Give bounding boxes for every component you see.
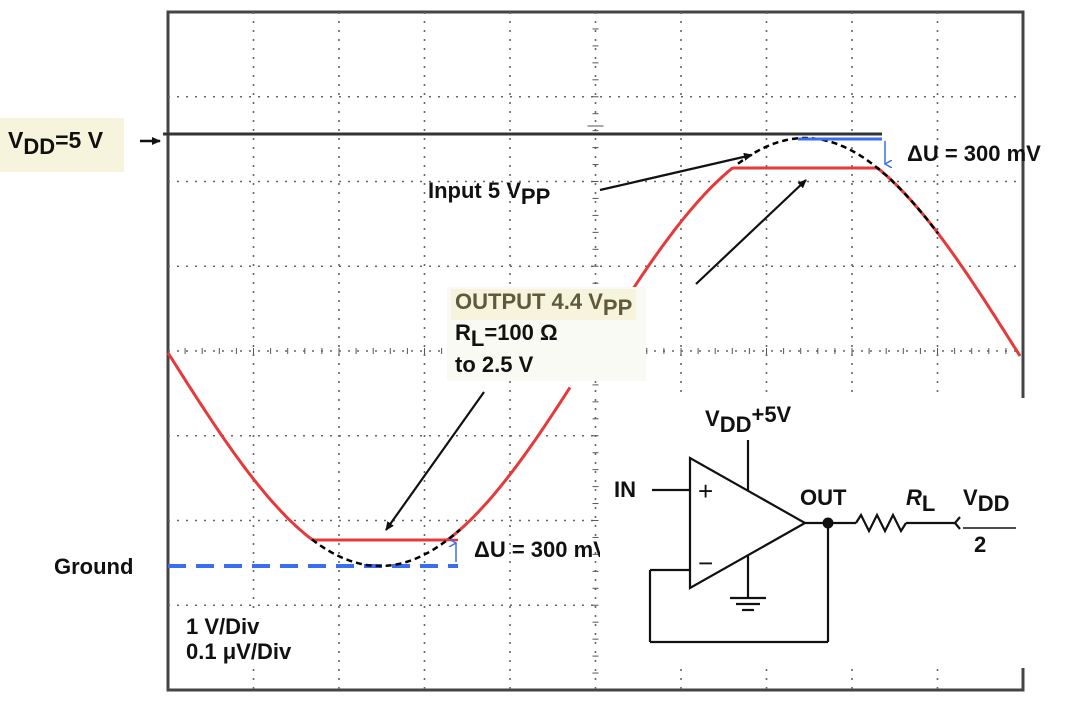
out-node-dot <box>822 517 834 529</box>
ground-label: Ground <box>54 554 134 579</box>
schematic-vdd-label: VDD+5V <box>705 402 792 437</box>
schematic-background <box>600 398 1040 668</box>
scale-line2: 0.1 μV/Div <box>186 639 292 665</box>
vdd-label: VDD=5 V <box>0 118 124 172</box>
input-label: Input 5 VPP <box>428 178 551 209</box>
schematic-vdd-half-label: VDD <box>963 485 1010 516</box>
output-label-box: OUTPUT 4.4 VPP RL=100 Ω to 2.5 V <box>447 287 647 381</box>
opamp-schematic: + − <box>600 398 1040 668</box>
output-arrow-top <box>695 179 807 285</box>
scale-line1: 1 V/Div <box>186 614 260 639</box>
schematic-in-label: IN <box>614 477 636 502</box>
schematic-out-label: OUT <box>800 485 847 510</box>
output-arrow-bottom <box>385 391 485 531</box>
rl-line2: to 2.5 V <box>455 351 534 377</box>
plus-input-sign: + <box>698 476 713 506</box>
schematic-denominator: 2 <box>974 532 987 557</box>
input-trace-peak <box>737 136 940 235</box>
delta-top-label: ΔU = 300 mV <box>907 141 1041 166</box>
minus-input-sign: − <box>698 548 713 578</box>
scale-label: 1 V/Div 0.1 μV/Div <box>186 614 292 665</box>
delta-bottom-label: ΔU = 300 mV <box>474 537 608 562</box>
input-arrow <box>599 152 753 192</box>
input-trace-trough <box>311 528 461 568</box>
resistor-zigzag <box>855 512 907 534</box>
schematic-rl-label: RL <box>906 485 936 516</box>
rl-line: RL=100 Ω <box>455 320 558 352</box>
terminal-chevron <box>953 516 961 530</box>
output-title: OUTPUT 4.4 VPP <box>451 289 637 321</box>
